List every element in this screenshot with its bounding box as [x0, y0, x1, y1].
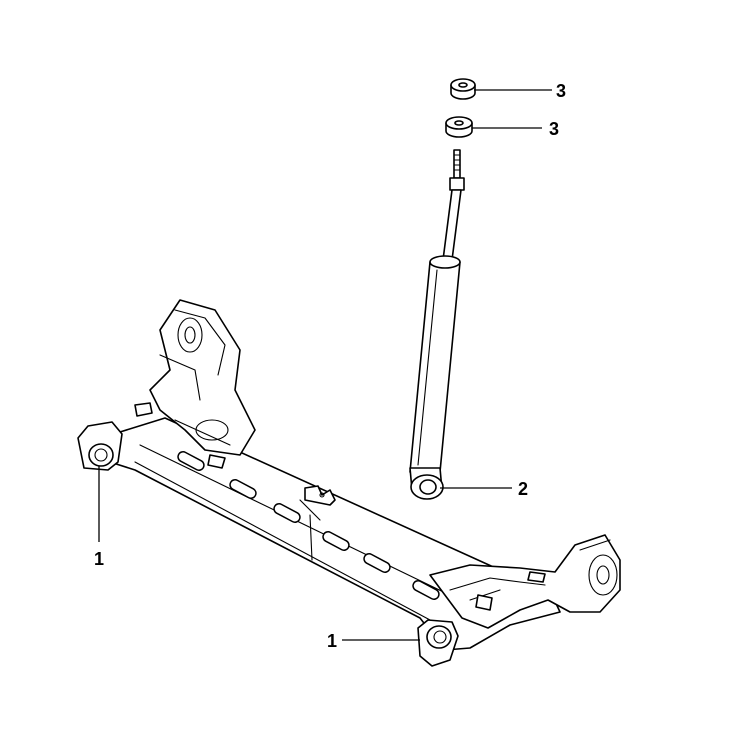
callout-bushing-right: 1 — [327, 631, 337, 651]
beam-slot — [177, 451, 205, 471]
callout-washer-bottom: 3 — [549, 119, 559, 139]
callout-bushing-left: 1 — [94, 549, 104, 569]
upper-washer — [450, 78, 476, 100]
lower-washer — [445, 116, 473, 138]
beam-slot — [322, 531, 350, 551]
left-bushing — [77, 421, 123, 471]
beam-slot — [363, 553, 391, 573]
callout-shock-absorber: 2 — [518, 479, 528, 499]
beam-slot — [229, 479, 257, 499]
beam-slot — [412, 580, 440, 600]
rear-axle-beam — [109, 299, 621, 651]
callout-washer-top: 3 — [556, 81, 566, 101]
shock-absorber — [409, 149, 465, 500]
beam-slot — [273, 503, 301, 523]
right-bushing — [417, 619, 459, 667]
